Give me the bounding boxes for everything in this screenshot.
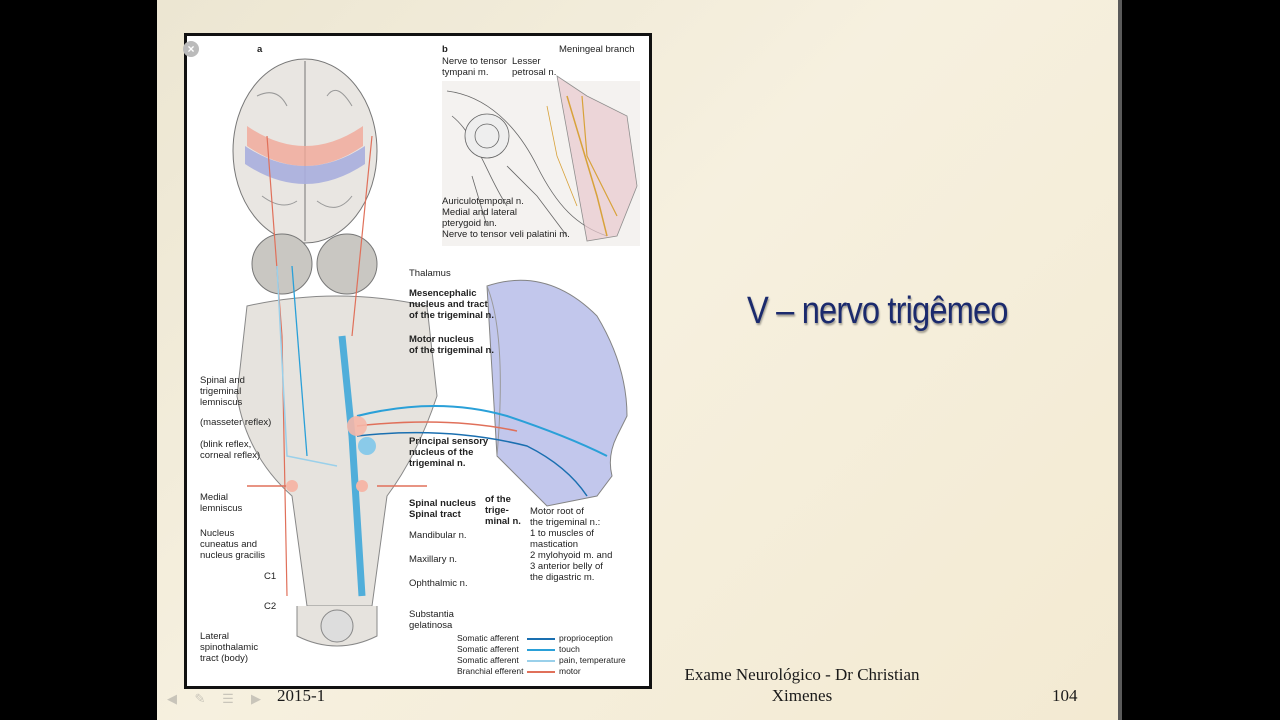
label-of-the-trigeminal: of the trige- minal n.: [485, 494, 521, 527]
page-number: 104: [1052, 686, 1078, 706]
label-mandibular: Mandibular n.: [409, 530, 467, 541]
label-motor-nucleus: Motor nucleus of the trigeminal n.: [409, 334, 494, 356]
face-drawing: [487, 280, 627, 506]
label-tensor-veli: Nerve to tensor veli palatini m.: [442, 229, 570, 240]
label-nerve-tensor-tympani: Nerve to tensor tympani m.: [442, 56, 507, 78]
slide: a b Nerve to tensor tympani m. Lesser pe…: [157, 0, 1118, 720]
label-c1: C1: [264, 571, 276, 582]
label-meningeal-branch: Meningeal branch: [559, 44, 635, 55]
footer-date: 2015-1: [277, 686, 325, 706]
legend: Somatic afferent Somatic afferent Somati…: [457, 633, 523, 677]
legend-right-2: touch: [559, 644, 626, 655]
label-c2: C2: [264, 601, 276, 612]
thalamus-drawing: [252, 234, 377, 294]
label-substantia: Substantia gelatinosa: [409, 609, 454, 631]
label-spinal-nucleus: Spinal nucleus Spinal tract: [409, 498, 476, 520]
label-maxillary: Maxillary n.: [409, 554, 457, 565]
pen-icon[interactable]: ✎: [193, 692, 207, 706]
label-nucleus-cuneatus: Nucleus cuneatus and nucleus gracilis: [200, 528, 265, 561]
footer-author: Exame Neurológico - Dr Christian Ximenes: [662, 664, 942, 706]
legend-left-3: Somatic afferent: [457, 655, 523, 666]
previous-icon[interactable]: ◀: [165, 692, 179, 706]
next-icon[interactable]: ▶: [249, 692, 263, 706]
label-motor-root: Motor root of the trigeminal n.: 1 to mu…: [530, 506, 612, 583]
label-auriculotemporal: Auriculotemporal n.: [442, 196, 524, 207]
legend-left-1: Somatic afferent: [457, 633, 523, 644]
legend-swatches: [527, 639, 555, 672]
label-spinal-lemniscus: Spinal and trigeminal lemniscus: [200, 375, 245, 408]
legend-left-2: Somatic afferent: [457, 644, 523, 655]
brainstem-drawing: [237, 296, 437, 646]
label-pterygoid: Medial and lateral pterygoid nn.: [442, 207, 517, 229]
trigeminal-figure: a b Nerve to tensor tympani m. Lesser pe…: [187, 36, 649, 686]
panel-b-label: b: [442, 44, 448, 55]
legend-right-1: proprioception: [559, 633, 626, 644]
panel-a-label: a: [257, 44, 262, 55]
label-medial-lemniscus: Medial lemniscus: [200, 492, 242, 514]
label-lateral-spinothalamic: Lateral spinothalamic tract (body): [200, 631, 258, 664]
label-principal-sensory: Principal sensory nucleus of the trigemi…: [409, 436, 488, 469]
window-edge: [1118, 0, 1122, 720]
figure-frame: a b Nerve to tensor tympani m. Lesser pe…: [184, 33, 652, 689]
label-lesser-petrosal: Lesser petrosal n.: [512, 56, 556, 78]
label-ophthalmic: Ophthalmic n.: [409, 578, 468, 589]
close-icon[interactable]: ×: [183, 41, 199, 57]
label-mesencephalic: Mesencephalic nucleus and tract of the t…: [409, 288, 494, 321]
legend-left-4: Branchial efferent: [457, 666, 523, 677]
label-masseter-reflex: (masseter reflex): [200, 417, 271, 428]
slide-title: V – nervo trigêmeo: [747, 290, 1008, 333]
label-blink-reflex: (blink reflex, corneal reflex): [200, 439, 260, 461]
menu-icon[interactable]: ☰: [221, 692, 235, 706]
legend-right-4: motor: [559, 666, 626, 677]
slideshow-nav: ◀ ✎ ☰ ▶: [165, 692, 263, 706]
legend-right-3: pain, temperature: [559, 655, 626, 666]
legend-right: proprioception touch pain, temperature m…: [559, 633, 626, 677]
brain-drawing: [233, 59, 377, 243]
label-thalamus: Thalamus: [409, 268, 451, 279]
